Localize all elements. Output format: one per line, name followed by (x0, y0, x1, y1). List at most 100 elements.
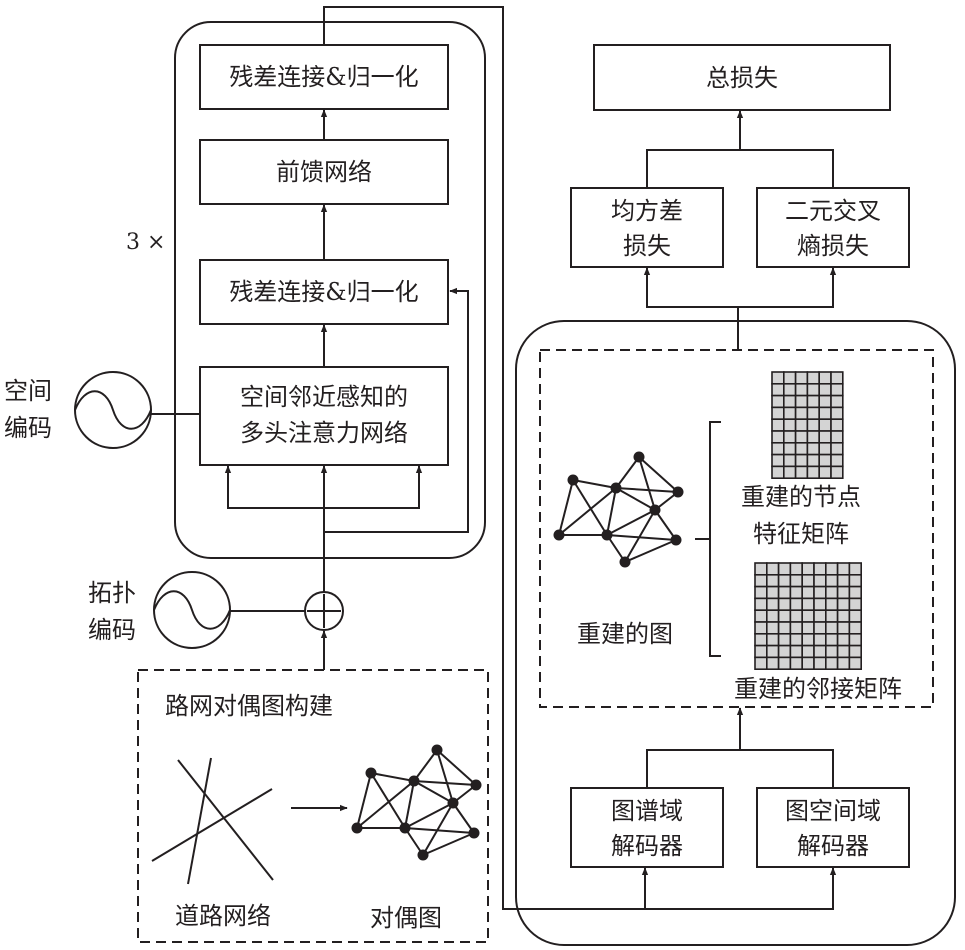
graph-edge (422, 832, 475, 856)
matrix-cell (765, 585, 780, 600)
adjacency-matrix-grid (754, 562, 863, 671)
matrix-cell (806, 453, 821, 468)
dual-graph-label: 对偶图 (370, 904, 442, 932)
matrix-cell (771, 441, 785, 456)
graph-node (601, 529, 613, 541)
graph-edge (422, 802, 454, 856)
matrix-cell (848, 609, 863, 623)
matrix-cell (777, 585, 792, 600)
graph-node (619, 556, 631, 568)
residual-skip-line (324, 287, 469, 533)
graph-edge (413, 780, 454, 804)
matrix-cell (824, 632, 839, 647)
matrix-cell (765, 632, 780, 647)
graph-node (351, 822, 363, 834)
graph-edge (558, 487, 617, 536)
matrix-cell (794, 406, 809, 420)
attention-label-line2: 多头注意力网络 (240, 419, 408, 447)
matrix-cell (782, 430, 797, 444)
matrix-cell (765, 656, 780, 671)
spatial-encoding-wave (74, 390, 152, 430)
matrix-cell (806, 371, 821, 385)
spatial-encoding-label-line2: 编码 (4, 414, 52, 442)
graph-edge (404, 802, 454, 829)
topology-encoding-label-line1: 拓扑 (88, 579, 136, 607)
graph-edge (572, 479, 608, 536)
reconstructed-graph-drawing (553, 451, 684, 568)
reconstruction-dashed-box (539, 349, 934, 708)
matrix-cell (830, 371, 844, 385)
matrix-cell (806, 465, 821, 479)
matrix-cell (801, 562, 815, 576)
graph-edge (356, 772, 372, 829)
matrix-cell (848, 562, 863, 576)
matrix-cell (777, 621, 792, 635)
graph-node (633, 451, 645, 463)
matrix-cell (848, 621, 863, 635)
matrix-cell (830, 465, 844, 479)
matrix-cell (794, 371, 809, 385)
matrix-cell (830, 418, 844, 432)
graph-edge (624, 539, 677, 563)
matrix-cell (782, 394, 797, 409)
matrix-cell (754, 609, 768, 623)
matrix-cell (813, 585, 827, 600)
matrix-cell (777, 656, 792, 671)
add-norm-top-label: 残差连接&归一化 (229, 63, 419, 91)
matrix-cell (765, 573, 780, 588)
graph-node (470, 779, 482, 791)
matrix-cell (782, 406, 797, 420)
feed-forward-label: 前馈网络 (276, 158, 372, 186)
graph-node (447, 797, 459, 809)
matrix-cell (818, 418, 832, 432)
bce-loss-label-line1: 二元交叉 (785, 197, 881, 225)
matrix-cell (836, 609, 851, 623)
matrix-cell (771, 453, 785, 468)
matrix-cell (836, 632, 851, 647)
matrix-cell (806, 441, 821, 456)
feature-matrix-label-line2: 特征矩阵 (753, 520, 849, 548)
matrix-cell (818, 453, 832, 468)
matrix-cell (754, 562, 768, 576)
matrix-cell (754, 656, 768, 671)
matrix-cell (813, 573, 827, 588)
matrix-cell (801, 644, 815, 659)
matrix-cell (782, 382, 797, 397)
matrix-cell (806, 406, 821, 420)
matrix-cell (801, 632, 815, 647)
matrix-cell (836, 597, 851, 612)
reconstructed-graph-label: 重建的图 (577, 620, 673, 648)
graph-edge (638, 456, 679, 493)
matrix-cell (848, 644, 863, 659)
matrix-cell (824, 621, 839, 635)
matrix-cell (777, 562, 792, 576)
spatial-encoding-label-line1: 空间 (4, 377, 52, 405)
matrix-cell (801, 585, 815, 600)
matrix-cell (765, 597, 780, 612)
matrix-cell (801, 573, 815, 588)
matrix-cell (765, 562, 780, 576)
repeat-count-label: 3 × (126, 230, 166, 255)
graph-edge (615, 487, 656, 511)
matrix-cell (830, 453, 844, 468)
matrix-cell (789, 632, 804, 647)
matrix-cell (818, 441, 832, 456)
matrix-cell (782, 465, 797, 479)
matrix-cell (848, 632, 863, 647)
matrix-cell (789, 585, 804, 600)
matrix-cell (830, 441, 844, 456)
loss-split-lines (643, 267, 837, 308)
bce-loss-label-line2: 熵损失 (797, 232, 869, 260)
graph-edge (606, 487, 617, 536)
graph-edge (404, 780, 415, 829)
matrix-cell (830, 382, 844, 397)
graph-node (468, 827, 480, 839)
matrix-cell (794, 465, 809, 479)
graph-edge (615, 487, 679, 493)
matrix-cell (836, 644, 851, 659)
matrix-cell (754, 632, 768, 647)
decoder-input-split (645, 867, 837, 910)
dual-graph-construction-title: 路网对偶图构建 (165, 692, 333, 720)
graph-edge (624, 509, 656, 563)
graph-edge (606, 534, 677, 541)
